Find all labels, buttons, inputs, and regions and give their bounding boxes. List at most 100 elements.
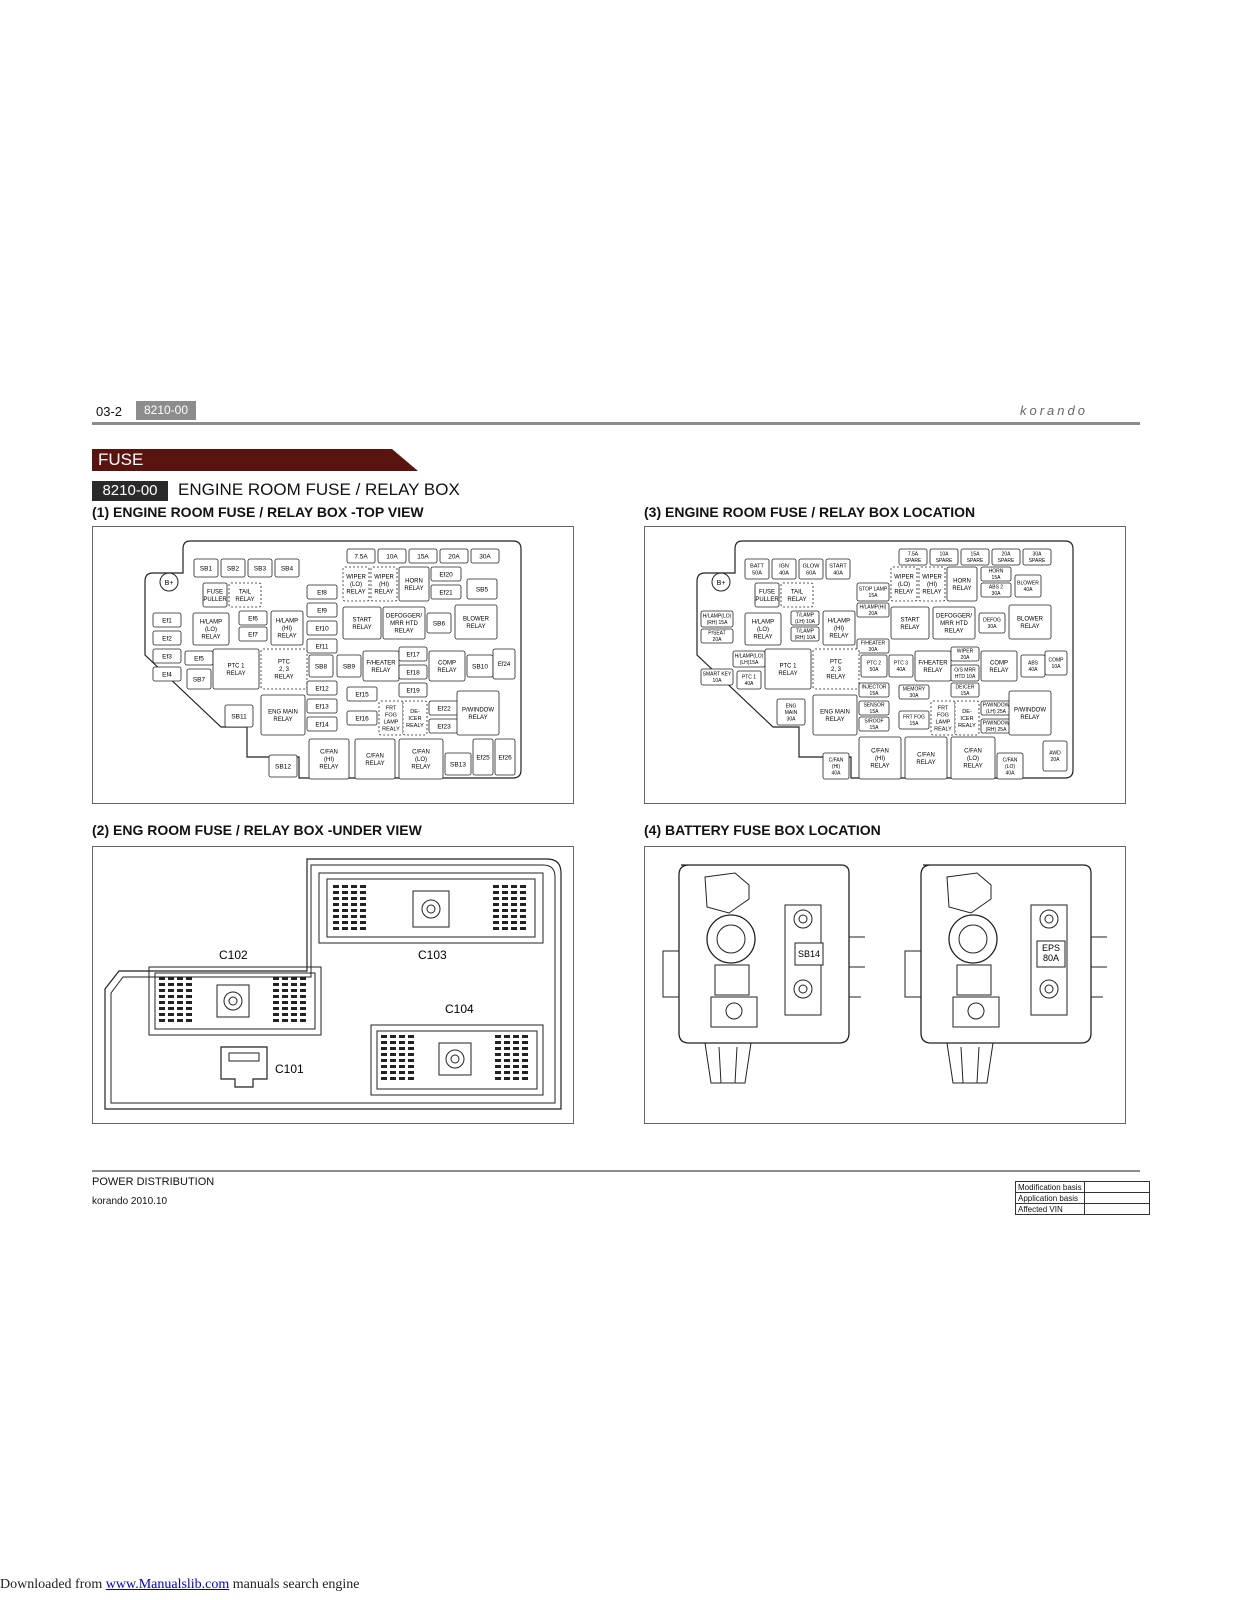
pin-slot (351, 897, 357, 900)
p3-deicer_relay-box (954, 700, 980, 736)
p1-a75-label: 7.5A (354, 553, 368, 560)
pin-slot (273, 1007, 279, 1010)
p1-ef3-label: Ef3 (162, 653, 172, 660)
p1-blower-box (454, 604, 498, 640)
pin-slot (168, 989, 174, 992)
pin-slot (408, 1059, 414, 1062)
pin-slot (502, 915, 508, 918)
p1-sb1-box (193, 558, 219, 578)
p1-cfan-box (354, 738, 396, 780)
pin-slot (390, 1047, 396, 1050)
p3-batt-box (744, 558, 770, 580)
vin-label: Affected VIN (1015, 1203, 1085, 1215)
p1-sb4-label: SB4 (281, 565, 294, 572)
p3-cfan_hi40-box (822, 752, 850, 780)
panel-3-title: (3) ENGINE ROOM FUSE / RELAY BOX LOCATIO… (644, 504, 976, 520)
pin-slot (504, 1059, 510, 1062)
p1-sb13-box (444, 752, 472, 776)
pin-slot (399, 1041, 405, 1044)
brand-logo: korando (1020, 403, 1088, 418)
pin-slot (399, 1071, 405, 1074)
p1-ef22-label: Ef22 (437, 705, 451, 712)
pin-slot (177, 977, 183, 980)
pin-slot (493, 927, 499, 930)
p1-ef8-label: Ef8 (317, 589, 327, 596)
p3-wiper20-box (950, 646, 980, 662)
p1-ef26-label: Ef26 (498, 754, 512, 761)
pin-slot (177, 1019, 183, 1022)
connector-c103: C103 (318, 872, 544, 962)
pin-slot (168, 1007, 174, 1010)
pin-slot (273, 1013, 279, 1016)
pin-slot (360, 909, 366, 912)
p1-ef1-label: Ef1 (162, 617, 172, 624)
p1-tail_relay-box (228, 582, 262, 608)
p1-ptc1-box (212, 648, 260, 690)
p3-glow-box (798, 558, 824, 580)
page-number: 03-2 (96, 404, 123, 419)
pin-slot (159, 995, 165, 998)
pin-slot (408, 1077, 414, 1080)
manualslib-link[interactable]: www.Manualslib.com (105, 1577, 230, 1592)
p1-wiper_lo-label: WIPER(LO)RELAY (346, 575, 366, 596)
p3-wiper_hi-box (918, 566, 946, 602)
pin-slot (390, 1059, 396, 1062)
p1-ef16-box (346, 710, 378, 726)
pin-slot (520, 909, 526, 912)
p3-deicer15-box (950, 682, 980, 698)
pin-slot (360, 885, 366, 888)
pin-slot (273, 977, 279, 980)
pin-slot (168, 1019, 174, 1022)
p3-memory-box (898, 684, 930, 700)
pin-slot (342, 897, 348, 900)
battery-fuse-box-left: SB14 (662, 864, 865, 1084)
p3-sp10-box (929, 548, 959, 566)
pin-slot (351, 885, 357, 888)
pin-slot (333, 921, 339, 924)
pin-slot (399, 1059, 405, 1062)
pin-slot (381, 1053, 387, 1056)
p1-ef4-box (152, 666, 182, 682)
pin-slot (300, 983, 306, 986)
p3-start40-box (825, 558, 851, 580)
connector-c102: C102 (148, 948, 322, 1036)
p1-wiper_hi-label: WIPER(HI)RELAY (374, 575, 394, 596)
pin-slot (511, 909, 517, 912)
p1-ef10-box (306, 620, 338, 636)
pin-slot (177, 989, 183, 992)
pin-slot (513, 1053, 519, 1056)
pin-slot (390, 1077, 396, 1080)
pin-slot (495, 1047, 501, 1050)
pin-slot (502, 885, 508, 888)
p1-sb10-label: SB10 (472, 663, 488, 670)
pin-slot (504, 1035, 510, 1038)
p3-hlamp_lo_relay-label: H/LAMP(LO)RELAY (752, 620, 774, 641)
p3-horn_relay-box (946, 566, 978, 602)
p1-sb11-box (224, 704, 254, 728)
pin-slot (333, 903, 339, 906)
p3-blower_relay-box (1008, 604, 1052, 640)
pin-slot (522, 1047, 528, 1050)
p3-pw_lh-label: P/WINDOW(LH) 25A (983, 703, 1010, 716)
